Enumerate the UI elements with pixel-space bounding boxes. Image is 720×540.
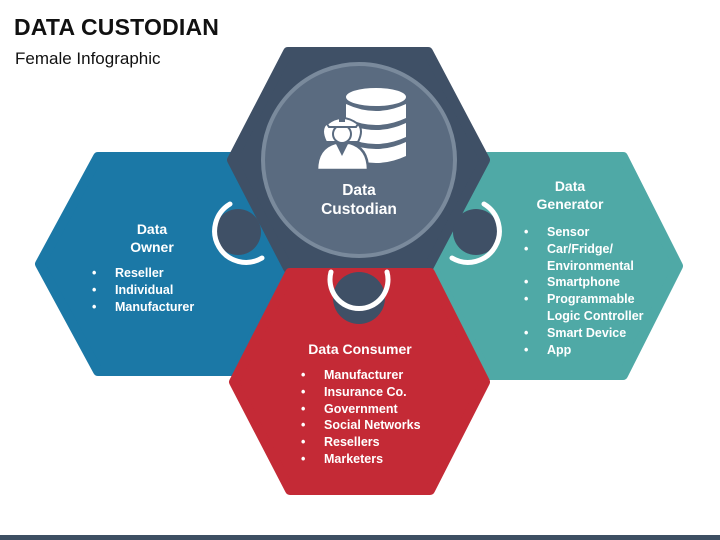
puzzle-knob-bottom xyxy=(333,272,385,324)
list-item: Social Networks xyxy=(300,417,421,434)
list-item: Resellers xyxy=(300,434,421,451)
bottom-bar xyxy=(0,535,720,540)
owner-label-line1: Data xyxy=(136,221,168,237)
custodian-label: Data Custodian xyxy=(300,181,418,220)
page-title: DATA CUSTODIAN xyxy=(14,14,220,40)
list-item: Manufacturer xyxy=(91,299,194,316)
list-item: App xyxy=(523,342,644,359)
list-item: Individual xyxy=(91,282,194,299)
generator-list: Sensor Car/Fridge/Environmental Smartpho… xyxy=(523,224,644,358)
list-item: Marketers xyxy=(300,451,421,468)
owner-label-line2: Owner xyxy=(130,238,174,255)
female-officer-icon xyxy=(315,117,370,172)
consumer-list: Manufacturer Insurance Co. Government So… xyxy=(300,367,421,468)
custodian-label-line1: Data xyxy=(342,182,376,199)
puzzle-knob-left xyxy=(215,209,261,255)
puzzle-knob-right xyxy=(453,209,499,255)
generator-label-line1: Data xyxy=(554,178,586,194)
list-item: Smartphone xyxy=(523,274,644,291)
list-item: Government xyxy=(300,401,421,418)
owner-list: Reseller Individual Manufacturer xyxy=(91,265,194,315)
generator-label: Data Generator xyxy=(510,178,630,213)
consumer-label: Data Consumer xyxy=(308,341,412,357)
list-item: Sensor xyxy=(523,224,644,241)
page-subtitle: Female Infographic xyxy=(15,49,161,68)
list-item: Reseller xyxy=(91,265,194,282)
generator-label-line2: Generator xyxy=(536,195,604,212)
list-item: Insurance Co. xyxy=(300,384,421,401)
list-item: Car/Fridge/Environmental xyxy=(523,241,644,275)
list-item: Smart Device xyxy=(523,325,644,342)
owner-label: Data Owner xyxy=(97,221,207,256)
list-item: Manufacturer xyxy=(300,367,421,384)
puzzle-seams xyxy=(212,201,502,312)
custodian-label-line2: Custodian xyxy=(321,201,397,219)
